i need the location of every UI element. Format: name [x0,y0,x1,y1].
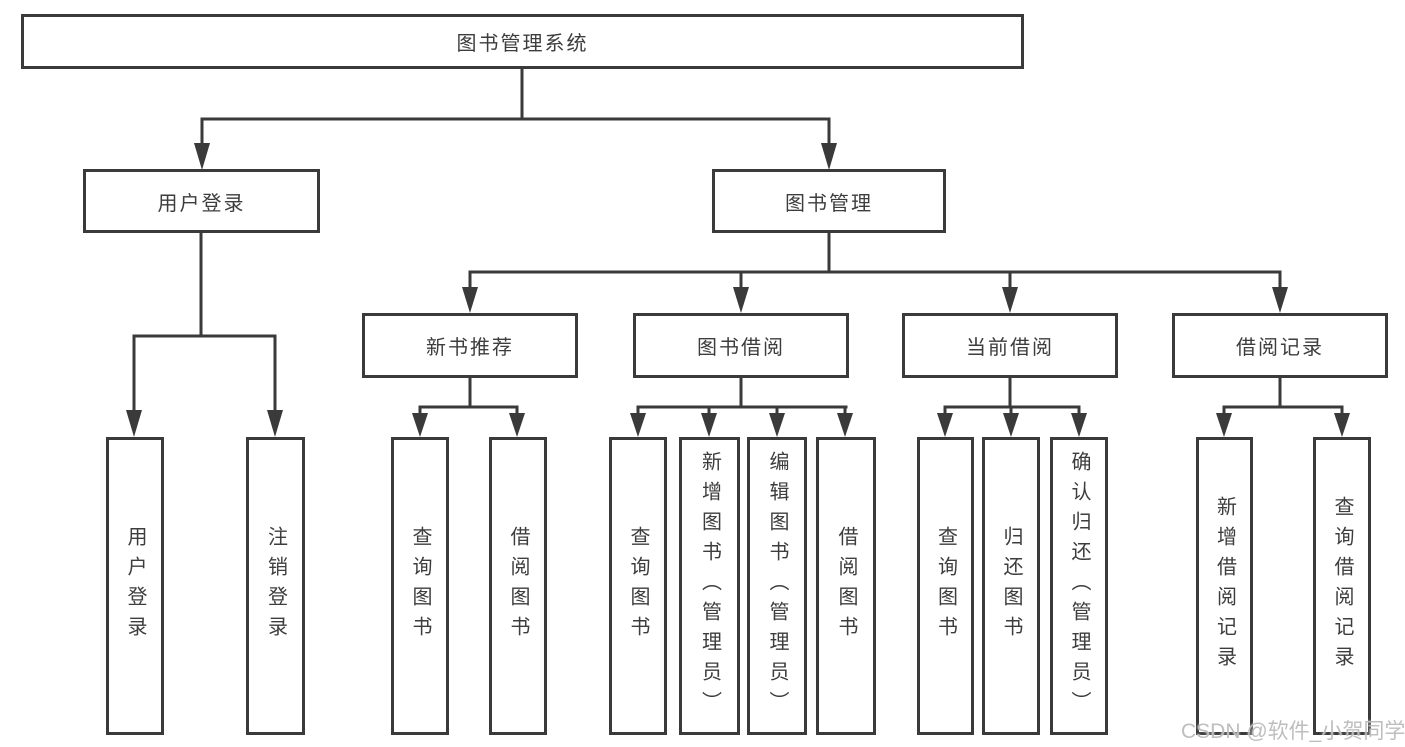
node-label: 注销登录 [264,526,287,646]
leaf-borrow-books: 借阅图书 [816,437,876,735]
node-label: 用户登录 [157,192,246,215]
leaf-query-books-current: 查询图书 [917,437,974,735]
node-label: 查询借阅记录 [1331,496,1353,676]
node-label: 当前借阅 [966,337,1054,359]
leaf-query-books-borrow: 查询图书 [609,437,667,735]
watermark: CSDN @软件_小贺同学 [1181,720,1405,743]
leaf-query-books-recommend: 查询图书 [391,437,449,735]
node-new-book-recommend: 新书推荐 [362,313,578,378]
node-label: 确认归还（管理员） [1068,451,1090,721]
leaf-confirm-return-admin: 确认归还（管理员） [1050,437,1108,735]
node-label: 借阅图书 [835,526,857,646]
leaf-logout: 注销登录 [246,437,305,735]
node-label: 图书管理系统 [456,33,589,55]
leaf-return-books: 归还图书 [982,437,1040,735]
node-label: 用户登录 [124,526,146,646]
node-borrow-records: 借阅记录 [1172,313,1388,378]
node-label: 查询图书 [627,526,649,646]
leaf-edit-books-admin: 编辑图书（管理员） [747,437,807,735]
leaf-add-books-admin: 新增图书（管理员） [679,437,740,735]
leaf-add-borrow-record: 新增借阅记录 [1196,437,1253,735]
leaf-user-login: 用户登录 [106,437,164,735]
node-label: 新增图书（管理员） [698,451,721,721]
node-label: 归还图书 [1000,526,1022,646]
node-label: 图书借阅 [697,337,785,359]
leaf-query-borrow-record: 查询借阅记录 [1313,437,1371,735]
node-label: 查询图书 [934,526,957,646]
node-current-borrowing: 当前借阅 [902,313,1118,378]
node-library-management-system: 图书管理系统 [21,14,1024,69]
node-label: 编辑图书（管理员） [766,451,788,721]
node-label: 借阅图书 [507,526,529,646]
node-label: 查询图书 [409,526,431,646]
node-label: 新书推荐 [426,337,514,359]
node-label: 图书管理 [785,192,873,215]
node-book-management: 图书管理 [712,169,946,233]
node-label: 借阅记录 [1236,337,1324,359]
node-user-login: 用户登录 [83,169,320,233]
leaf-borrow-books-recommend: 借阅图书 [489,437,547,735]
node-label: 新增借阅记录 [1213,496,1236,676]
node-book-borrowing: 图书借阅 [633,313,849,378]
